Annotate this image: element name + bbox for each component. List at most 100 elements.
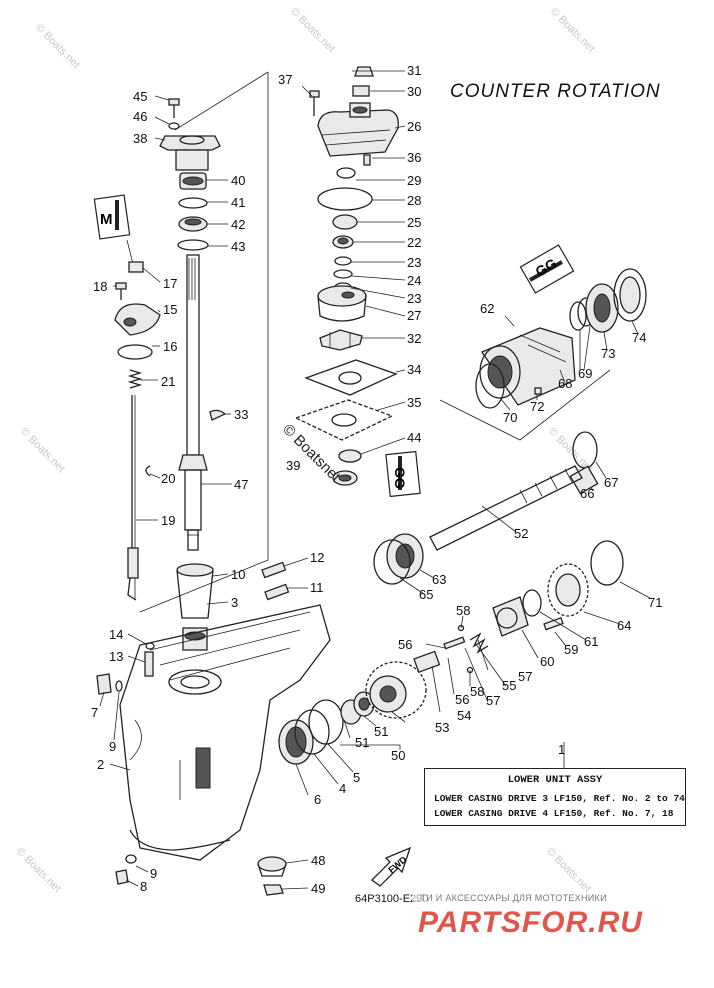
diagram-title: COUNTER ROTATION [450,81,661,102]
callout-47: 47 [234,477,248,492]
callout-40: 40 [231,173,245,188]
gasket-9b [125,854,137,864]
callout-70: 70 [503,410,517,425]
clip-33 [209,409,227,421]
callout-61: 61 [584,634,598,649]
callout-63: 63 [432,572,446,587]
callout-23a: 23 [407,255,421,270]
drive-shaft-47 [178,254,208,551]
callout-9b: 9 [150,866,157,881]
callout-69: 69 [578,366,592,381]
dowel-36 [363,154,371,166]
callout-33: 33 [234,407,248,422]
washer-24 [333,269,353,279]
callout-13: 13 [109,649,123,664]
pump-housing-26 [317,102,399,157]
callout-37: 37 [278,72,292,87]
pinion-48 [257,856,287,877]
callout-38: 38 [133,131,147,146]
cup-27 [317,285,367,322]
prop-shaft-52 [429,465,583,551]
oring-29 [336,167,356,179]
gasket-9a [115,680,123,692]
bearing-housing-62 [479,327,576,406]
washer-23a [334,256,352,266]
sealant-label-m: M [100,211,113,228]
plug-8 [115,869,129,885]
shop-logo: PARTSFOR.RU [418,906,643,939]
callout-53: 53 [435,720,449,735]
gasket-35 [294,399,394,441]
oring-43 [177,239,209,251]
lower-casing-2 [119,604,331,861]
callout-68: 68 [558,376,572,391]
nut-17 [128,261,144,273]
callout-numbers: 31 30 26 36 29 28 25 22 23 24 23 27 32 3… [91,63,662,896]
callout-57a: 57 [518,669,532,684]
pin-56 [443,636,466,650]
grommet-31 [354,66,374,77]
callout-62: 62 [480,301,494,316]
callout-45: 45 [133,89,147,104]
callout-11: 11 [310,580,324,595]
callout-15: 15 [163,302,177,317]
callout-21: 21 [161,374,175,389]
callout-25: 25 [407,215,421,230]
seal-22 [332,235,354,249]
oring-70 [475,363,505,409]
washer-46 [168,122,180,130]
nut-49 [263,884,284,896]
key-11 [264,583,290,601]
callout-19: 19 [161,513,175,528]
impeller-32 [319,329,363,351]
callout-31: 31 [407,63,421,78]
callout-51b: 51 [374,724,388,739]
legend-box: LOWER UNIT ASSY LOWER CASING DRIVE 3 LF1… [424,768,686,826]
callout-60: 60 [540,654,554,669]
key-12 [261,561,287,579]
callout-55: 55 [502,678,516,693]
watermark-bl: © Boats.net [14,846,63,895]
clutch-60 [492,596,529,637]
callout-18: 18 [93,279,107,294]
oring-16 [117,344,153,360]
fwd-arrow: FWD [371,846,412,887]
bracket-15 [114,303,161,336]
plate-34 [304,359,398,396]
leader-lines [99,70,651,890]
legend-title: LOWER UNIT ASSY [507,774,603,786]
shim-71 [590,540,624,586]
callout-50: 50 [391,748,405,763]
callout-41: 41 [231,195,245,210]
callout-49: 49 [311,881,325,896]
bolt-37 [309,90,320,116]
gear-64 [547,563,589,617]
callout-51a: 51 [355,735,369,750]
callout-72: 72 [530,399,544,414]
legend-line-1: LOWER CASING DRIVE 3 LF150, Ref. No. 2 t… [434,793,685,804]
callout-48: 48 [311,853,325,868]
callout-28: 28 [407,193,421,208]
washer-41 [178,197,208,209]
callout-58a: 58 [456,603,470,618]
callout-54: 54 [457,708,471,723]
callout-23b: 23 [407,291,421,306]
callout-57b: 57 [486,693,500,708]
watermark-tc: © Boats.net [288,6,337,55]
insert-25 [332,214,358,230]
housing-38 [159,135,221,171]
callout-71: 71 [648,595,662,610]
callout-17: 17 [163,276,177,291]
copyright-mark: © Boatsnet [279,421,344,486]
callout-2: 2 [97,757,104,772]
sealant-tag-m: M [93,194,135,269]
bearing-74 [613,268,647,322]
callout-34: 34 [407,362,421,377]
bolt-45 [168,98,180,118]
callout-4: 4 [339,781,346,796]
bolt-18 [115,282,127,300]
callout-39: 39 [286,458,300,473]
callout-6: 6 [314,792,321,807]
gear-53 [365,661,427,719]
callout-67: 67 [604,475,618,490]
